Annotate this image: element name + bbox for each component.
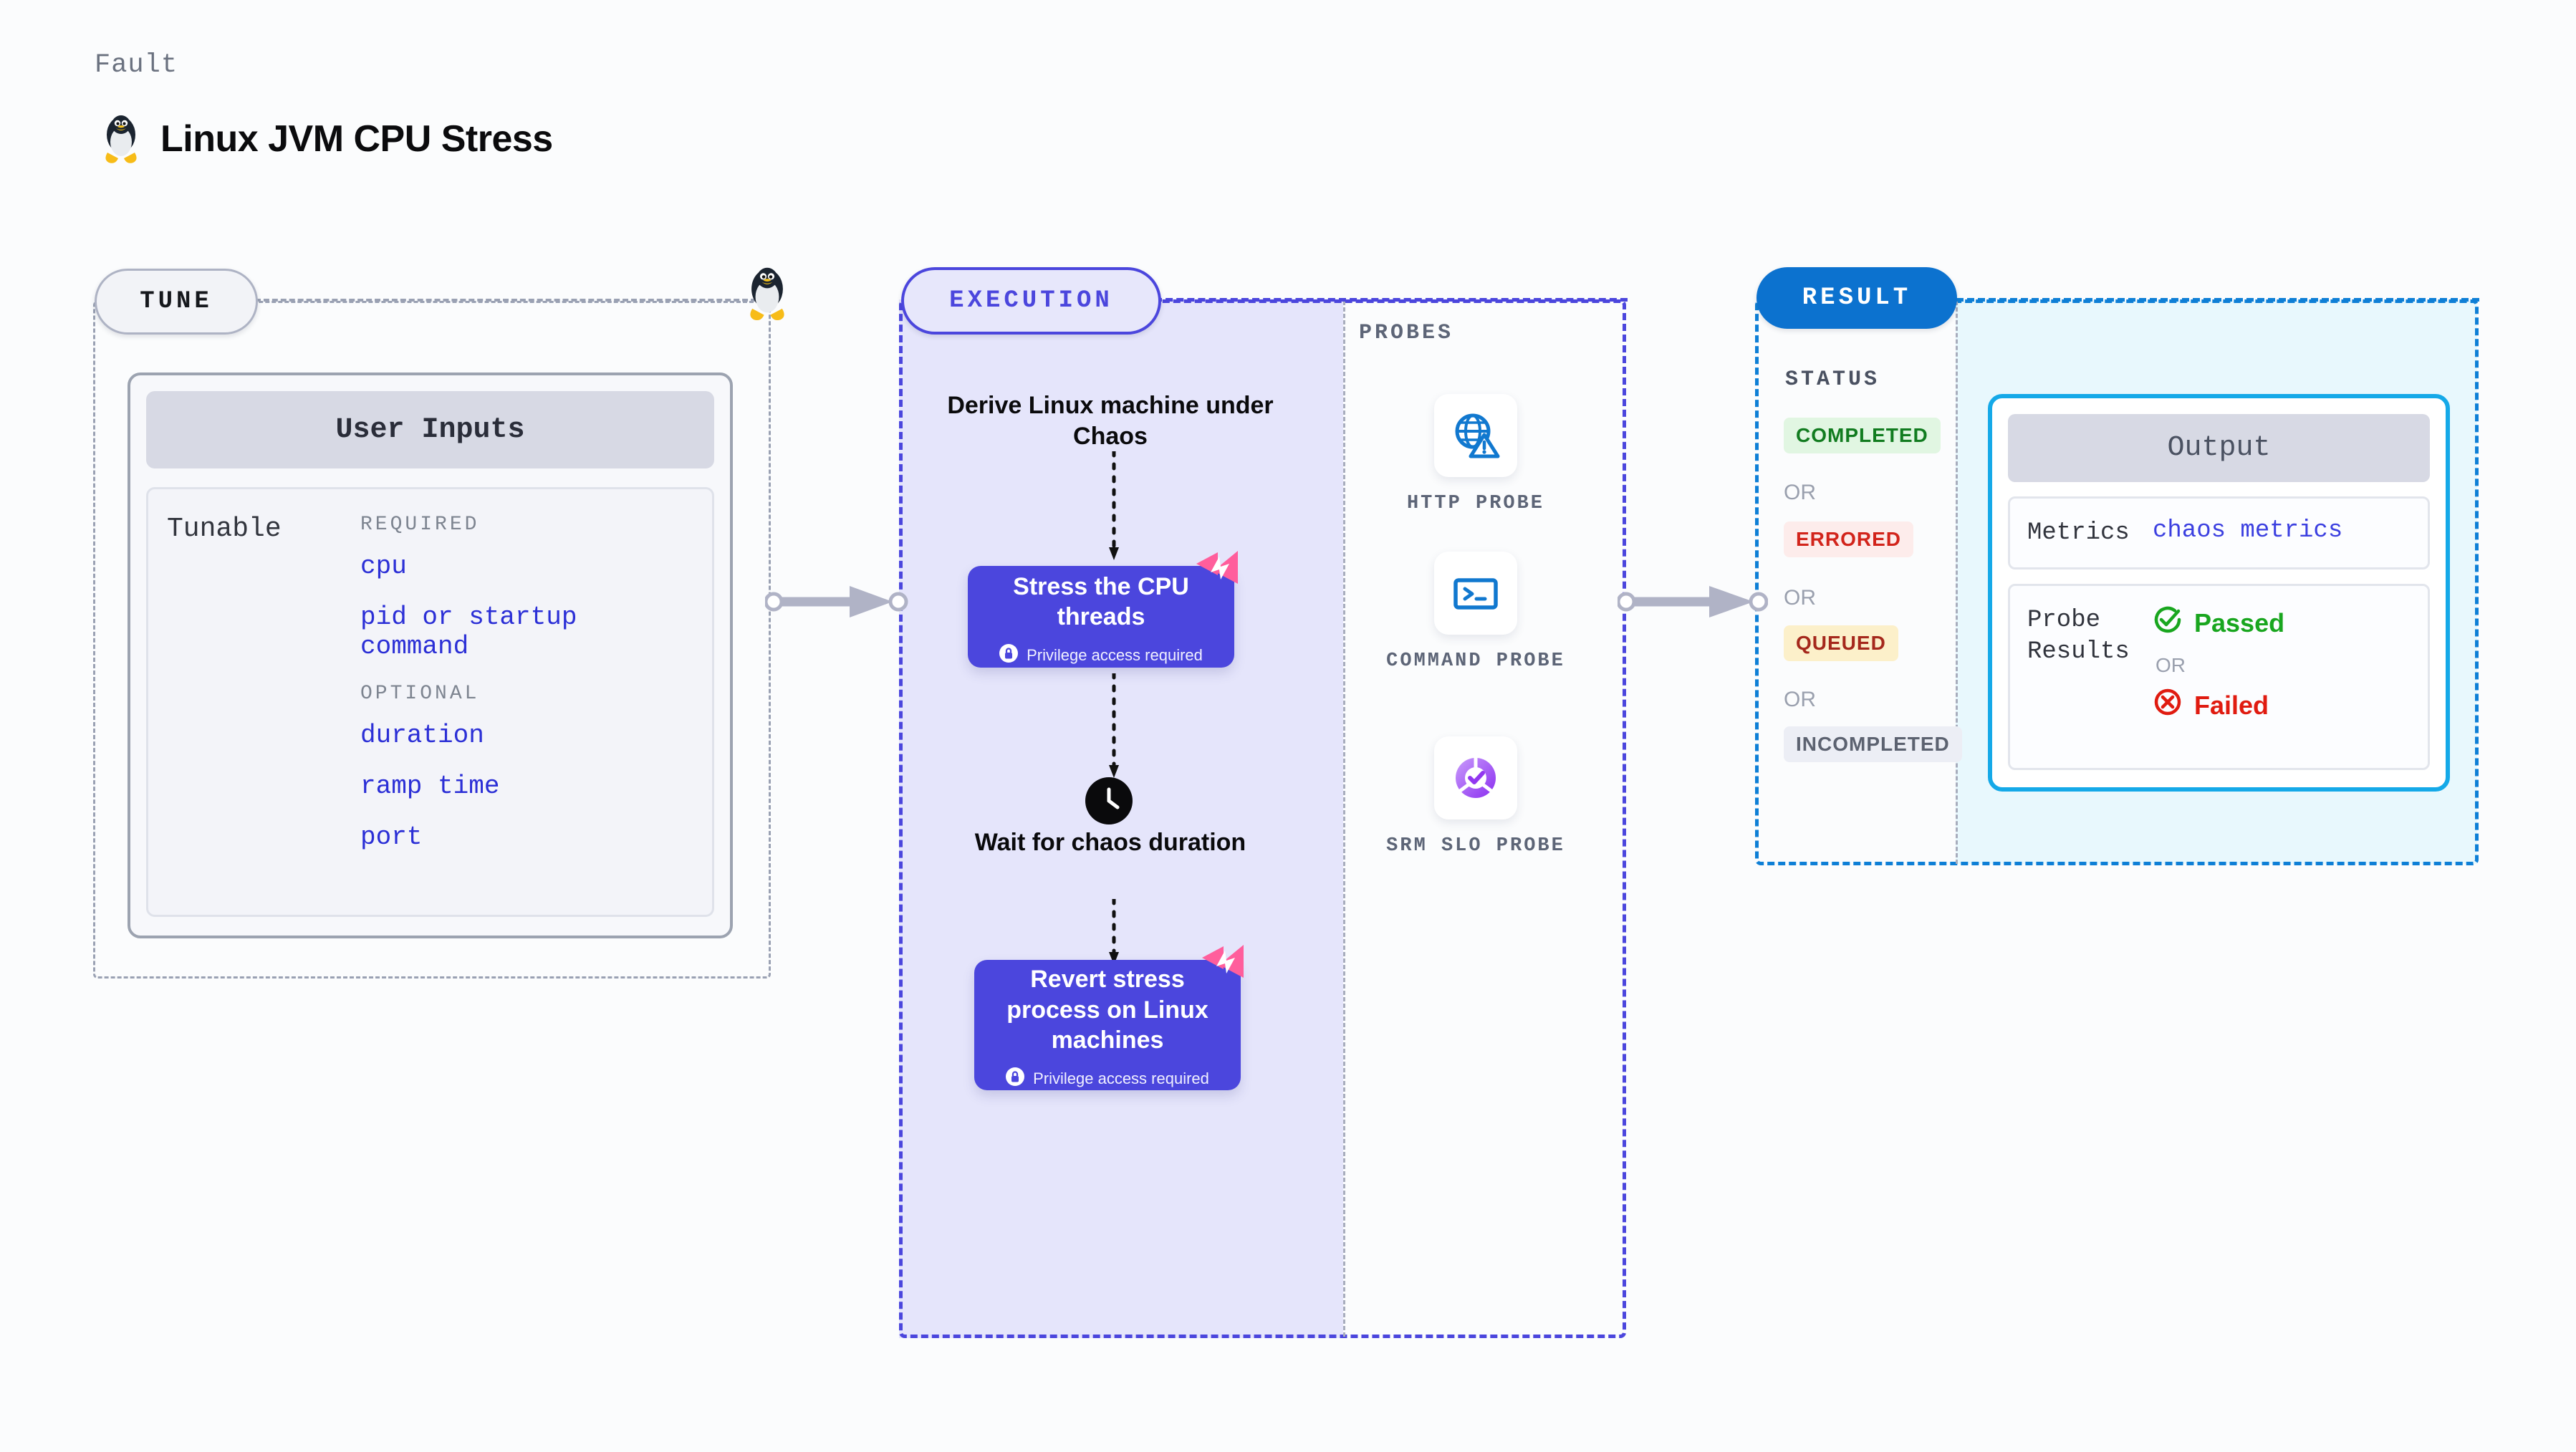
harness-logo-icon — [1195, 936, 1249, 991]
status-badge-errored: ERRORED — [1784, 521, 1914, 557]
output-probe-results-values: Passed OR Failed — [2153, 605, 2284, 723]
result-badge[interactable]: RESULT — [1756, 267, 1957, 329]
tune-top-dashed-line — [255, 299, 756, 302]
arrow-derive-to-stress — [1107, 449, 1121, 569]
probe-result-passed: Passed — [2153, 605, 2284, 641]
tunable-values: REQUIRED cpu pid or startup command OPTI… — [360, 514, 693, 890]
exec-card-revert-stress-process[interactable]: Revert stress process on Linux machines … — [974, 960, 1241, 1090]
status-badge-incompleted: INCOMPLETED — [1784, 726, 1962, 762]
terminal-icon — [1434, 552, 1517, 635]
probe-slo-label: SRM SLO PROBE — [1386, 835, 1565, 857]
probe-http[interactable]: HTTP PROBE — [1383, 394, 1569, 517]
exec-card-stress-title: Stress the CPU threads — [1013, 572, 1189, 631]
status-badge-completed: COMPLETED — [1784, 418, 1941, 453]
output-metrics-value[interactable]: chaos metrics — [2153, 517, 2343, 544]
probe-http-label: HTTP PROBE — [1406, 493, 1545, 514]
tune-item-duration[interactable]: duration — [360, 721, 484, 750]
check-circle-icon — [2153, 605, 2183, 641]
exec-card-stress-cpu-threads[interactable]: Stress the CPU threads Privilege access … — [968, 566, 1234, 668]
privilege-note-text: Privilege access required — [1033, 1069, 1209, 1087]
probes-title: PROBES — [1359, 321, 1454, 345]
clock-icon — [1085, 777, 1133, 824]
status-or-label: OR — [1784, 688, 1816, 711]
page-title: Linux JVM CPU Stress — [160, 118, 553, 160]
probe-command-label: COMMAND PROBE — [1386, 650, 1565, 672]
tune-badge[interactable]: TUNE — [95, 269, 258, 335]
tune-item-port[interactable]: port — [360, 822, 423, 852]
output-probe-results-key: Probe Results — [2027, 607, 2130, 666]
execution-top-dashed-line — [1155, 298, 1628, 302]
lock-icon — [999, 643, 1019, 667]
lock-icon — [1006, 1067, 1025, 1090]
status-or-label: OR — [1784, 481, 1816, 504]
slo-donut-check-icon — [1434, 736, 1517, 819]
status-or-label: OR — [1784, 586, 1816, 610]
probes-divider — [1343, 301, 1345, 1337]
tune-item-cpu[interactable]: cpu — [360, 552, 407, 581]
output-probe-results-row: Probe Results Passed OR — [2008, 584, 2430, 771]
output-card: Output Metrics chaos metrics Probe Resul… — [1988, 394, 2450, 792]
privilege-note-row-2: Privilege access required — [1006, 1067, 1209, 1090]
page-title-row: Linux JVM CPU Stress — [99, 113, 553, 165]
output-header: Output — [2008, 414, 2430, 482]
tux-penguin-icon — [99, 113, 143, 165]
harness-logo-icon — [1189, 542, 1244, 597]
tune-region — [93, 301, 771, 979]
privilege-note-text: Privilege access required — [1027, 645, 1203, 664]
probe-slo[interactable]: SRM SLO PROBE — [1383, 736, 1569, 860]
probe-result-or-label: OR — [2156, 654, 2186, 677]
globe-warning-icon — [1434, 394, 1517, 477]
arrow-wait-to-revert — [1107, 897, 1121, 974]
arrow-stress-to-wait — [1107, 671, 1121, 788]
execution-badge[interactable]: EXECUTION — [901, 267, 1161, 335]
probe-command[interactable]: COMMAND PROBE — [1383, 552, 1569, 675]
probe-result-passed-label: Passed — [2194, 607, 2285, 638]
exec-step-derive-text: Derive Linux machine under Chaos — [947, 392, 1274, 450]
connector-execution-to-result — [1616, 580, 1769, 627]
tune-item-pid-or-startup-command[interactable]: pid or startup command — [360, 602, 577, 661]
privilege-note-row: Privilege access required — [999, 643, 1203, 667]
required-group-title: REQUIRED — [360, 514, 480, 536]
status-badge-queued: QUEUED — [1784, 625, 1898, 661]
fault-kicker-label: Fault — [95, 50, 178, 80]
connector-tune-to-execution — [764, 580, 908, 627]
output-metrics-row: Metrics chaos metrics — [2008, 496, 2430, 570]
optional-group-title: OPTIONAL — [360, 683, 480, 705]
probe-result-failed-label: Failed — [2194, 690, 2269, 720]
x-circle-icon — [2153, 687, 2183, 723]
exec-card-revert-title: Revert stress process on Linux machines — [1006, 966, 1208, 1054]
user-inputs-card: User Inputs Tunable REQUIRED cpu pid or … — [128, 372, 733, 938]
result-top-dashed-line — [1956, 298, 2479, 302]
tune-item-ramp-time[interactable]: ramp time — [360, 771, 500, 801]
tunable-label: Tunable — [167, 514, 282, 544]
probe-result-failed: Failed — [2153, 687, 2284, 723]
status-title: STATUS — [1785, 367, 1880, 392]
output-metrics-key: Metrics — [2027, 519, 2130, 547]
exec-step-wait-text: Wait for chaos duration — [974, 829, 1246, 856]
tunable-box: Tunable REQUIRED cpu pid or startup comm… — [146, 487, 714, 917]
result-divider — [1956, 301, 1958, 864]
tux-penguin-marker-icon — [743, 265, 792, 326]
user-inputs-header: User Inputs — [146, 391, 714, 468]
